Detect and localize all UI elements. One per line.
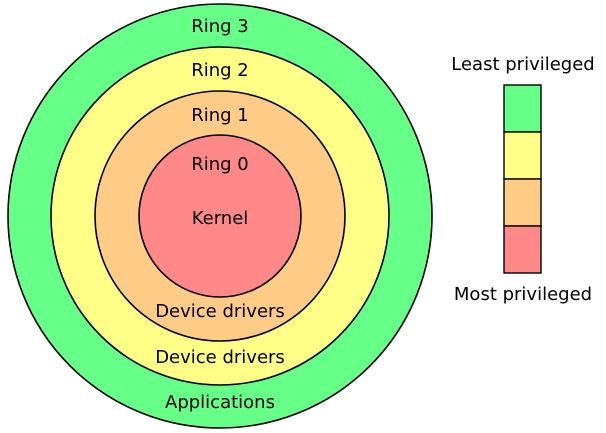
ring-0-label: Ring 0: [191, 154, 249, 175]
ring-3-label: Ring 3: [191, 16, 249, 37]
legend-swatch-least: [503, 84, 542, 133]
ring-2-content-label: Device drivers: [155, 347, 285, 368]
rings-group: [7, 3, 433, 429]
privilege-legend: Least privileged Most privileged: [451, 54, 594, 305]
legend-top-label: Least privileged: [451, 54, 594, 75]
legend-swatch-most: [503, 225, 542, 274]
legend-swatch-high: [503, 178, 542, 227]
applications-label: Applications: [165, 392, 275, 413]
ring-1-label: Ring 1: [191, 105, 249, 126]
ring-2-label: Ring 2: [191, 60, 249, 81]
ring-0-circle: [138, 134, 302, 298]
ring-1-content-label: Device drivers: [155, 301, 285, 322]
legend-swatch-low: [503, 131, 542, 180]
kernel-label: Kernel: [192, 208, 249, 229]
legend-bottom-label: Most privileged: [454, 284, 592, 305]
